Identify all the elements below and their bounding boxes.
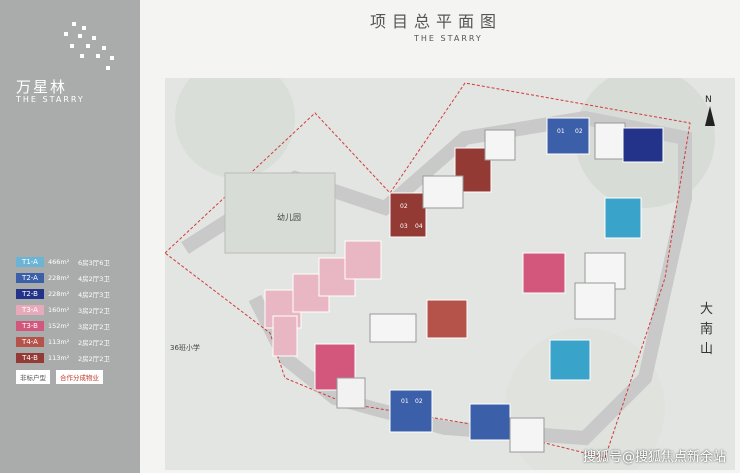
- legend-area: 228m²: [48, 274, 70, 282]
- legend-row-t3b: T3-B 152m² 3房2厅2卫: [16, 318, 110, 334]
- school-label: 36班小学: [170, 343, 200, 352]
- legend-area: 113m²: [48, 354, 70, 362]
- unit-label: 03: [400, 223, 408, 230]
- logo-dots-icon: [58, 22, 118, 72]
- unit-label: 02: [400, 203, 408, 210]
- legend-row-t3a: T3-A 160m² 3房2厅2卫: [16, 302, 110, 318]
- legend-area: 466m²: [48, 258, 70, 266]
- unit-label: 04: [415, 223, 423, 230]
- legend-area: 228m²: [48, 290, 70, 298]
- site-map-svg: 幼儿园 36班小学 N: [165, 78, 735, 470]
- legend-row-t2a: T2-A 228m² 4房2厅3卫: [16, 270, 110, 286]
- legend-tag: T3-A: [16, 305, 44, 315]
- north-label: N: [705, 95, 712, 105]
- legend-row-t4b: T4-B 113m² 2房2厅2卫: [16, 350, 110, 366]
- legend-area: 152m²: [48, 322, 70, 330]
- kindergarten-block: [224, 172, 336, 254]
- building-t3b-right: [522, 252, 566, 294]
- road-label-da: 大: [700, 302, 714, 317]
- legend-area: 113m²: [48, 338, 70, 346]
- road-label-nan: 南: [700, 322, 714, 337]
- kindergarten-label: 幼儿园: [277, 212, 301, 222]
- legend-desc: 4房2厅3卫: [78, 291, 110, 299]
- watermark: 搜狐号@搜狐焦点新余站: [582, 450, 726, 465]
- legend-tag: T4-A: [16, 337, 44, 347]
- legend-nonstandard: 非标户型: [16, 370, 50, 384]
- legend-desc: 2房2厅2卫: [78, 355, 110, 363]
- site-map: 幼儿园 36班小学 N: [165, 78, 735, 470]
- building-t2b-top: [622, 127, 664, 163]
- building-t2a-bottom: [389, 389, 433, 433]
- brand-name-en: THE STARRY: [16, 95, 85, 104]
- legend-desc: 3房2厅2卫: [78, 307, 110, 315]
- legend-tag: T2-B: [16, 289, 44, 299]
- legend-desc: 2房2厅2卫: [78, 339, 110, 347]
- unit-label: 01: [401, 398, 409, 405]
- building-t1a-bottom: [549, 339, 591, 381]
- legend-desc: 6房3厅6卫: [78, 259, 110, 267]
- page-subtitle: THE STARRY: [414, 34, 483, 43]
- legend-row-t4a: T4-A 113m² 2房2厅2卫: [16, 334, 110, 350]
- legend-tag: T4-B: [16, 353, 44, 363]
- road-label-shan: 山: [700, 342, 714, 357]
- legend-tag: T1-A: [16, 257, 44, 267]
- legend-desc: 4房2厅3卫: [78, 275, 110, 283]
- unit-label: 02: [415, 398, 423, 405]
- building-t2a-bottom2: [469, 403, 511, 441]
- north-arrow-icon: [705, 106, 715, 126]
- legend-row-t1a: T1-A 466m² 6房3厅6卫: [16, 254, 110, 270]
- legend-tag: T2-A: [16, 273, 44, 283]
- legend-desc: 3房2厅2卫: [78, 323, 110, 331]
- sidebar: 万星林 THE STARRY T1-A 466m² 6房3厅6卫 T2-A 228m²…: [0, 0, 140, 473]
- site-boundary: [165, 82, 691, 459]
- legend-tag: T3-B: [16, 321, 44, 331]
- building-t4b-top: [389, 192, 427, 238]
- legend-cooperation: 合作分成物业: [56, 370, 103, 384]
- legend-area: 160m²: [48, 306, 70, 314]
- page-title: 项目总平面图: [370, 12, 503, 31]
- building-t4a: [426, 299, 468, 339]
- unit-label: 01: [557, 128, 565, 135]
- building-t1a-top: [604, 197, 642, 239]
- brand-name-cn: 万星林: [16, 78, 68, 96]
- unit-label: 02: [575, 128, 583, 135]
- building-t2a-top: [546, 117, 590, 155]
- legend: T1-A 466m² 6房3厅6卫 T2-A 228m² 4房2厅3卫 T2-B 228m…: [16, 254, 110, 384]
- legend-footer: 非标户型 合作分成物业: [16, 370, 110, 384]
- legend-row-t2b: T2-B 228m² 4房2厅3卫: [16, 286, 110, 302]
